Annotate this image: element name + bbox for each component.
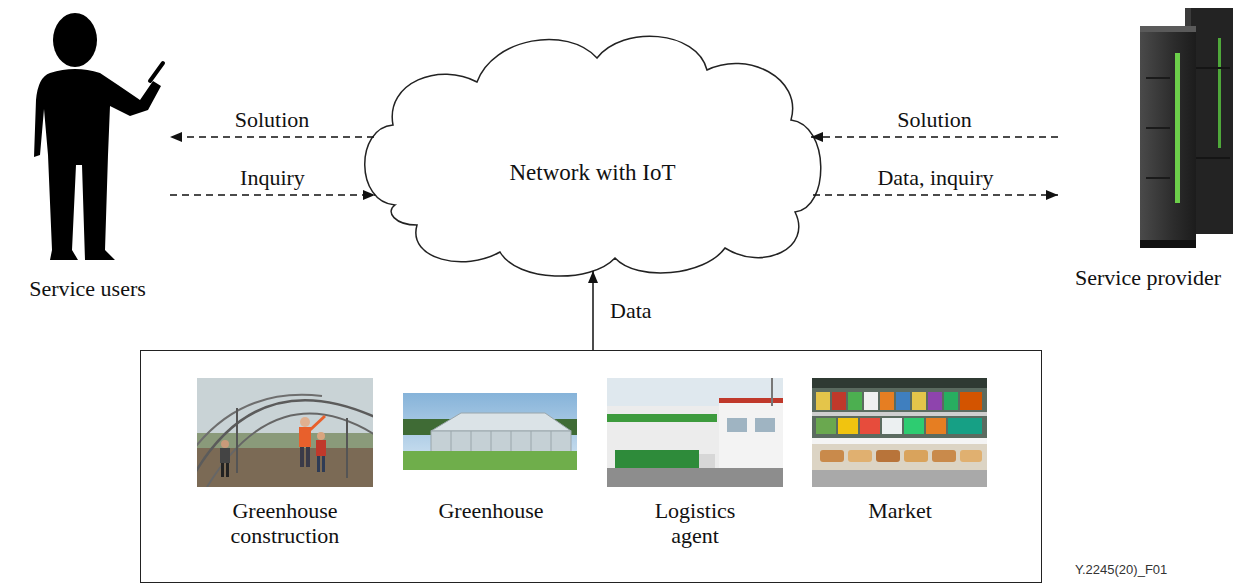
source-photo: Logistics agent: [607, 378, 783, 563]
logistics-photo: [607, 378, 783, 487]
dashed-arrow: [170, 136, 374, 138]
construction-photo: [187, 378, 377, 487]
server-icon: [1140, 8, 1233, 248]
market-photo: [812, 378, 987, 487]
figure-id: Y.2245(20)_F01: [1075, 562, 1167, 577]
dashed-arrow: [811, 136, 1058, 138]
solid-arrow: [592, 271, 594, 350]
source-photo: Greenhouse: [403, 378, 579, 563]
dashed-arrow: [170, 194, 375, 196]
edge-label: Data: [607, 298, 655, 323]
source-photo: Greenhouse construction: [193, 378, 377, 563]
photo-caption: Market: [868, 498, 932, 523]
network-cloud: Network with IoT: [355, 20, 830, 275]
photo-caption: Logistics agent: [630, 498, 760, 549]
cloud-label: Network with IoT: [509, 160, 675, 186]
photo-caption: Greenhouse: [438, 498, 543, 523]
source-photo: Market: [812, 378, 988, 563]
cloud-outline: [365, 36, 821, 276]
data-source-box: Greenhouse construction Greenhouse Logisti…: [140, 350, 1042, 583]
greenhouse-photo: [403, 393, 577, 470]
edge-label: Data, inquiry: [874, 165, 996, 190]
user-actor: Service users: [5, 5, 170, 301]
actor-label: Service users: [29, 276, 146, 301]
dashed-arrow: [813, 194, 1058, 196]
actor-label: Service provider: [1075, 265, 1221, 290]
edge-label: Inquiry: [237, 165, 308, 190]
edge-label: Solution: [232, 107, 313, 132]
server-actor: Service provider: [1058, 5, 1238, 290]
photo-caption: Greenhouse construction: [197, 498, 373, 549]
edge-label: Solution: [894, 107, 975, 132]
user-silhouette: [34, 13, 163, 260]
